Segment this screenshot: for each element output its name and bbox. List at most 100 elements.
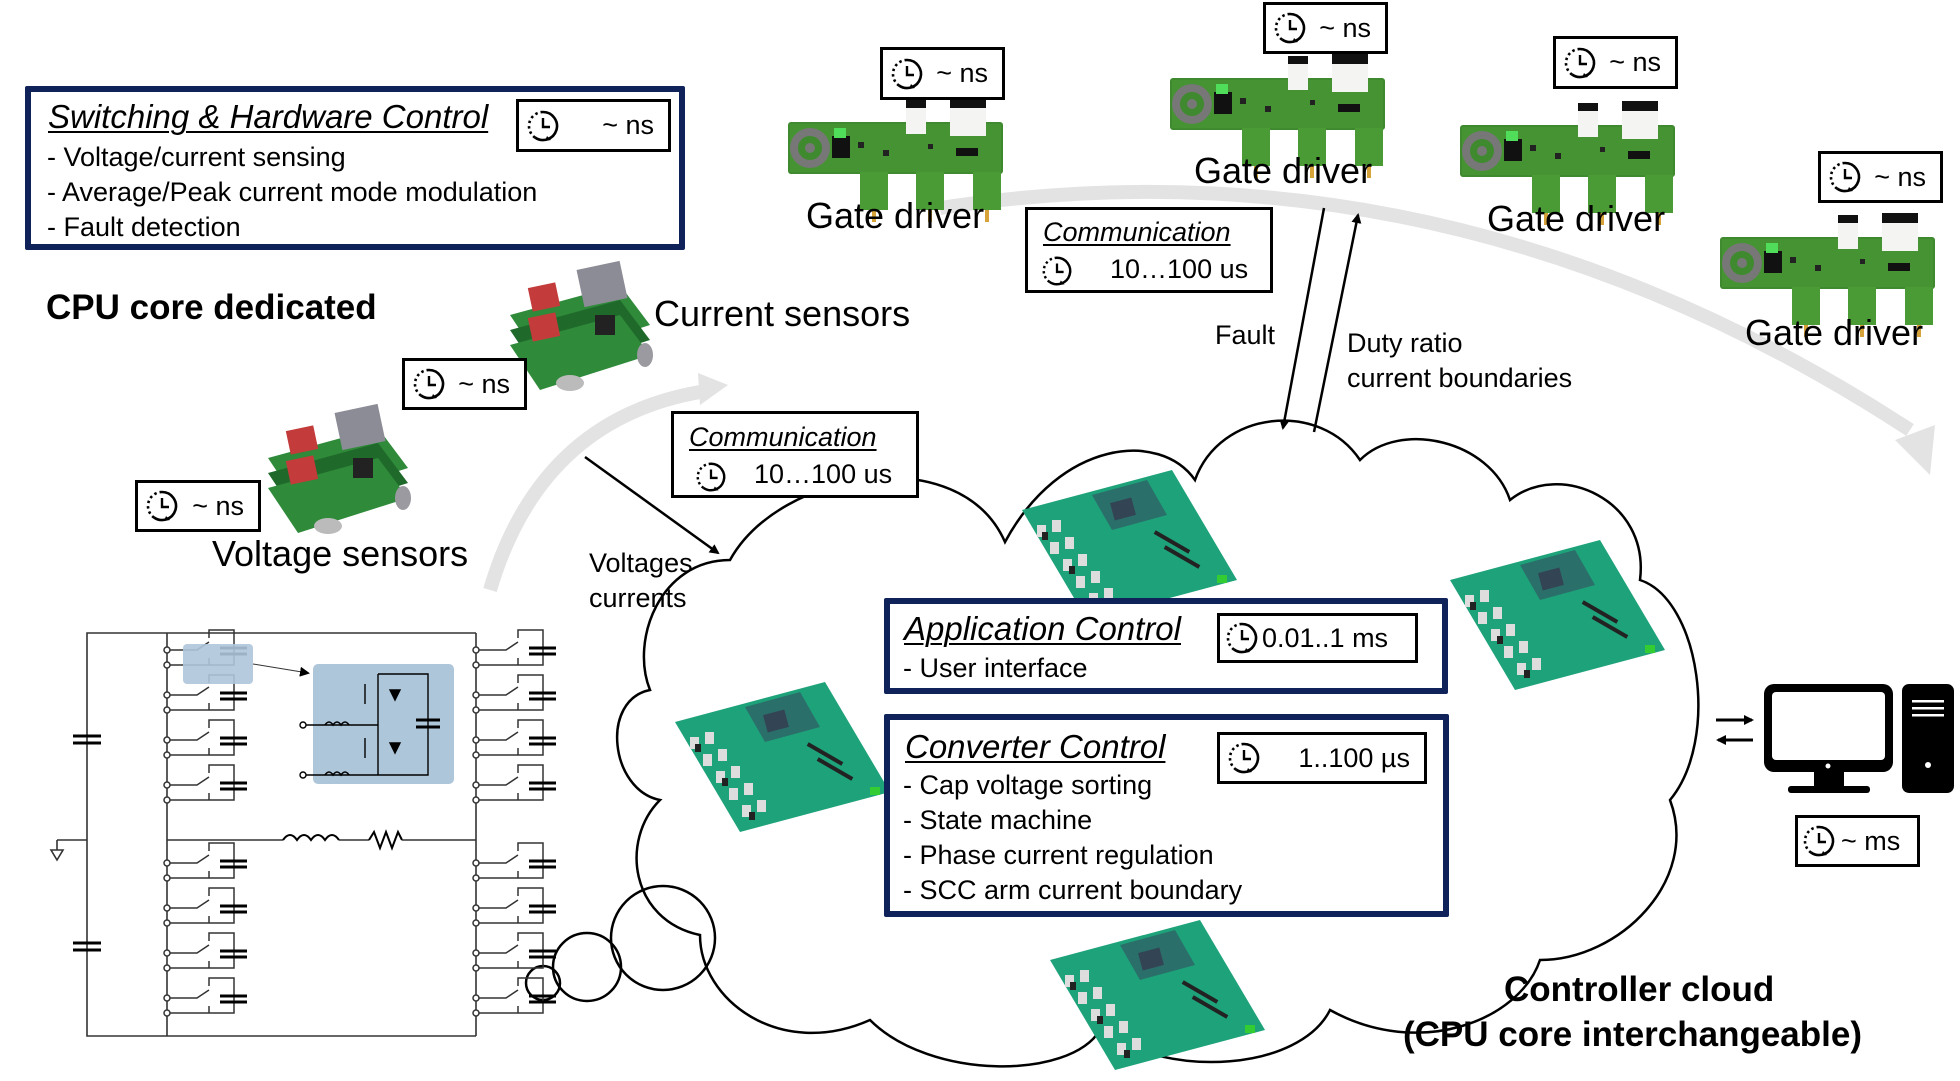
clock-icon bbox=[1827, 159, 1863, 195]
gate-driver-label-3: Gate driver bbox=[1487, 198, 1666, 239]
current-sensor-board bbox=[510, 260, 653, 391]
voltage-sensor-board bbox=[268, 403, 411, 534]
fault-arrow bbox=[1279, 207, 1326, 430]
timing-value: ~ ns bbox=[936, 58, 988, 88]
submodule-left-5 bbox=[163, 887, 247, 927]
timing-value: ~ ns bbox=[602, 110, 654, 140]
converter-bullet: - Cap voltage sorting bbox=[903, 770, 1153, 800]
timing-badge-current-sensors: ~ ns bbox=[402, 358, 527, 410]
submodule-left-7 bbox=[163, 977, 247, 1017]
timing-value: 0.01..1 ms bbox=[1262, 622, 1389, 653]
clock-icon bbox=[1040, 254, 1074, 288]
communication-timing: 10…100 us bbox=[1110, 254, 1249, 284]
converter-control-box: Converter Control - Cap voltage sorting … bbox=[884, 714, 1449, 917]
controller-board-right bbox=[1450, 540, 1665, 690]
fault-label: Fault bbox=[1215, 320, 1276, 350]
bubble-large bbox=[609, 884, 717, 992]
application-control-box: Application Control - User interface bbox=[884, 598, 1448, 694]
timing-value: ~ ns bbox=[1874, 161, 1926, 192]
currents-label: currents bbox=[589, 583, 687, 613]
switching-control-title: Switching & Hardware Control bbox=[48, 98, 489, 135]
voltages-label: Voltages bbox=[589, 548, 693, 578]
flow-arc-sensors bbox=[483, 385, 702, 592]
submodule-right-7 bbox=[472, 977, 556, 1017]
clock-icon bbox=[1224, 620, 1260, 656]
timing-badge-gate-driver-3: ~ ns bbox=[1553, 36, 1678, 89]
timing-badge-converter: 1..100 µs bbox=[1217, 732, 1427, 784]
submodule-right-1 bbox=[472, 674, 556, 714]
timing-value: ~ ms bbox=[1841, 825, 1901, 856]
controller-cloud-title: Controller cloud bbox=[1504, 970, 1775, 1009]
timing-badge-gate-driver-2: ~ ns bbox=[1263, 2, 1388, 54]
clock-icon bbox=[1801, 823, 1837, 859]
voltage-sensors-label: Voltage sensors bbox=[212, 533, 469, 574]
clock-icon bbox=[144, 488, 180, 524]
communication-timing: 10…100 us bbox=[754, 459, 893, 489]
zoom-pointer bbox=[252, 663, 310, 677]
submodule-left-4 bbox=[163, 842, 247, 882]
bubble-medium bbox=[551, 931, 623, 1003]
submodule-left-6 bbox=[163, 932, 247, 972]
converter-control-title: Converter Control bbox=[905, 728, 1166, 765]
converter-bullet: - State machine bbox=[903, 805, 1093, 835]
communication-title: Communication bbox=[1043, 217, 1231, 247]
controller-board-left bbox=[675, 682, 890, 832]
flow-arc-gatedrivers-head bbox=[1895, 425, 1935, 475]
communication-title: Communication bbox=[689, 422, 877, 452]
converter-bullet: - Phase current regulation bbox=[903, 840, 1214, 870]
clock-icon bbox=[525, 108, 561, 144]
communication-box-gate: Communication 10…100 us bbox=[1025, 207, 1273, 293]
duty-ratio-arrow bbox=[1312, 213, 1362, 433]
mmc-circuit bbox=[49, 632, 477, 1037]
converter-bullet: - SCC arm current boundary bbox=[903, 875, 1243, 905]
current-sensors-label: Current sensors bbox=[654, 293, 911, 334]
clock-icon bbox=[889, 56, 925, 92]
timing-badge-voltage-sensors: ~ ns bbox=[135, 480, 261, 532]
application-bullet: - User interface bbox=[903, 653, 1088, 683]
computer-icon bbox=[1764, 684, 1954, 793]
flow-arc-sensors-head bbox=[698, 373, 728, 405]
flow-arc-gatedrivers bbox=[938, 184, 1914, 436]
communication-box-sensors: Communication 10…100 us bbox=[671, 411, 919, 498]
timing-value: 1..100 µs bbox=[1298, 742, 1410, 773]
clock-icon bbox=[1272, 10, 1308, 46]
submodule-right-6 bbox=[472, 932, 556, 972]
timing-badge-switching: ~ ns bbox=[516, 99, 671, 152]
gate-driver-label-2: Gate driver bbox=[1194, 150, 1373, 191]
switching-control-box: Switching & Hardware Control - Voltage/c… bbox=[25, 86, 685, 250]
timing-badge-pc: ~ ms bbox=[1795, 815, 1920, 867]
submodule-right-5 bbox=[472, 887, 556, 927]
gate-driver-label-1: Gate driver bbox=[806, 195, 985, 236]
controller-cloud-subtitle: (CPU core interchangeable) bbox=[1403, 1015, 1862, 1054]
submodule-right-3 bbox=[472, 764, 556, 804]
switching-bullet: - Voltage/current sensing bbox=[47, 142, 346, 172]
switching-bullet: - Average/Peak current mode modulation bbox=[47, 177, 538, 207]
timing-value: ~ ns bbox=[1319, 12, 1371, 43]
timing-value: ~ ns bbox=[458, 368, 510, 399]
submodule-right-0 bbox=[472, 629, 556, 669]
duty-ratio-label: Duty ratio bbox=[1347, 328, 1463, 358]
highlighted-submodule bbox=[183, 644, 253, 684]
clock-icon bbox=[1226, 740, 1262, 776]
clock-icon bbox=[411, 366, 447, 402]
arrow-to-cloud bbox=[584, 455, 720, 555]
submodule-left-2 bbox=[163, 719, 247, 759]
timing-value: ~ ns bbox=[1609, 47, 1661, 77]
timing-badge-gate-driver-4: ~ ns bbox=[1818, 151, 1943, 203]
switching-bullet: - Fault detection bbox=[47, 212, 241, 242]
clock-icon bbox=[1562, 45, 1598, 81]
submodule-left-3 bbox=[163, 764, 247, 804]
application-control-title: Application Control bbox=[904, 610, 1181, 647]
clock-icon bbox=[694, 460, 728, 494]
submodule-right-4 bbox=[472, 842, 556, 882]
cpu-core-dedicated-label: CPU core dedicated bbox=[46, 288, 377, 327]
current-boundaries-label: current boundaries bbox=[1347, 363, 1573, 393]
submodule-right-2 bbox=[472, 719, 556, 759]
submodule-detail bbox=[313, 664, 454, 784]
halfbridge-detail bbox=[299, 673, 440, 779]
timing-badge-gate-driver-1: ~ ns bbox=[880, 47, 1005, 100]
controller-cloud bbox=[615, 419, 1700, 1068]
gate-driver-label-4: Gate driver bbox=[1745, 312, 1924, 353]
